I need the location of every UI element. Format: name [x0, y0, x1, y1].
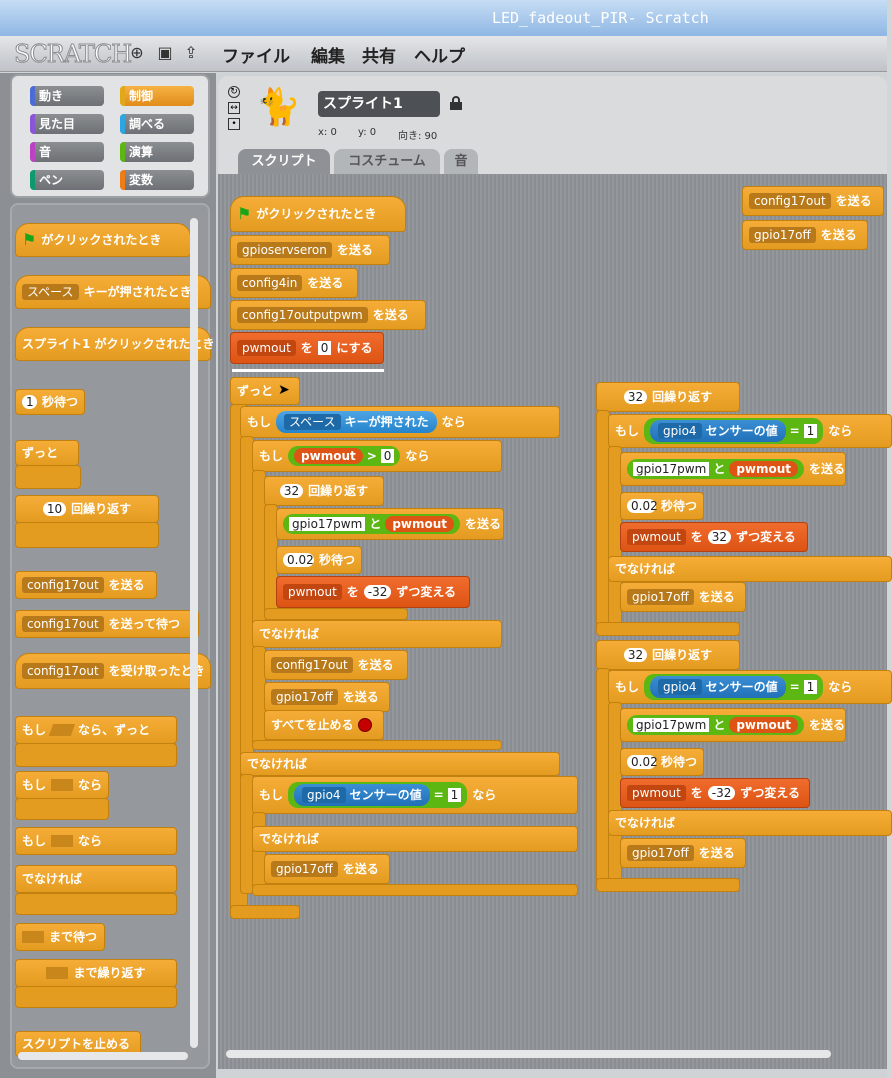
green-flag-icon: ⚑: [22, 230, 37, 249]
else-label: でなければ: [15, 865, 177, 893]
mouse-cursor-icon: ➤: [278, 382, 290, 398]
sprite-name-field[interactable]: スプライト1: [318, 91, 440, 117]
flip-icon[interactable]: ↔: [228, 102, 240, 114]
tab-costumes[interactable]: コスチューム: [334, 149, 440, 174]
lock-icon[interactable]: [450, 96, 462, 110]
drop-indicator: [232, 369, 384, 372]
script-horizontal-scrollbar[interactable]: [226, 1050, 831, 1058]
stop-sign-icon: [358, 718, 373, 732]
forever-block[interactable]: ずっと: [15, 440, 79, 466]
repeat-until-block[interactable]: まで繰り返す: [15, 959, 177, 987]
title-bar: LED_fadeout_PIR- Scratch: [0, 0, 887, 36]
when-flag-hat[interactable]: ⚑がクリックされたとき: [230, 196, 406, 232]
palette-horizontal-scrollbar[interactable]: [18, 1052, 188, 1060]
when-sprite-clicked-block[interactable]: スプライト1 がクリックされたとき: [15, 327, 215, 361]
category-operators[interactable]: 演算: [120, 142, 194, 162]
scratch-logo: SCRATCH: [13, 40, 132, 69]
when-flag-block[interactable]: ⚑がクリックされたとき: [15, 223, 191, 257]
save-icon[interactable]: ▣: [157, 43, 173, 62]
menu-edit[interactable]: 編集: [311, 47, 345, 67]
category-sound[interactable]: 音: [30, 142, 104, 162]
menu-bar: SCRATCH ⊕ ▣ ⇪ ファイル 編集 共有 ヘルプ: [0, 36, 887, 72]
else-label-outer: でなければ: [240, 752, 560, 776]
else-label-right1: でなければ: [608, 556, 892, 582]
if-else-block[interactable]: もしなら: [15, 827, 177, 855]
forever-block[interactable]: ずっと: [230, 377, 300, 405]
menu-file[interactable]: ファイル: [222, 47, 290, 67]
category-panel: 動き 制御 見た目 調べる 音 演算 ペン 変数: [10, 74, 210, 198]
if-key-pressed-block[interactable]: もしスペースキーが押されたなら: [240, 406, 560, 438]
category-pen[interactable]: ペン: [30, 170, 104, 190]
else-label-inner: でなければ: [252, 826, 578, 852]
category-control[interactable]: 制御: [120, 86, 194, 106]
wait-until-block[interactable]: まで待つ: [15, 923, 105, 951]
share-icon[interactable]: ⇪: [184, 43, 198, 62]
when-key-block[interactable]: スペースキーが押されたとき: [15, 275, 211, 309]
category-variables[interactable]: 変数: [120, 170, 194, 190]
menu-share[interactable]: 共有: [362, 47, 396, 67]
green-flag-icon: ⚑: [237, 204, 252, 223]
menu-help[interactable]: ヘルプ: [414, 47, 465, 67]
x-readout: x: 0: [318, 127, 337, 138]
category-motion[interactable]: 動き: [30, 86, 104, 106]
tab-scripts[interactable]: スクリプト: [238, 149, 330, 174]
category-looks[interactable]: 見た目: [30, 114, 104, 134]
forever-if-block[interactable]: もしなら、ずっと: [15, 716, 177, 744]
tab-sounds[interactable]: 音: [444, 149, 478, 174]
block-palette: ⚑がクリックされたとき スペースキーが押されたとき スプライト1 がクリックされ…: [10, 203, 215, 1069]
palette-vertical-scrollbar[interactable]: [190, 218, 198, 1048]
window-title: LED_fadeout_PIR- Scratch: [492, 9, 709, 27]
globe-icon[interactable]: ⊕: [130, 43, 144, 62]
no-rotate-icon[interactable]: •: [228, 118, 240, 130]
if-block[interactable]: もしなら: [15, 771, 109, 799]
direction-readout: 向き: 90: [398, 131, 438, 142]
sprite-cat-thumbnail: 🐈: [256, 87, 301, 128]
stop-all-block[interactable]: すべてを止める: [264, 710, 384, 740]
else-label: でなければ: [252, 620, 502, 648]
category-sensing[interactable]: 調べる: [120, 114, 194, 134]
y-readout: y: 0: [358, 127, 377, 138]
rotate-icon[interactable]: ↻: [228, 86, 240, 98]
else-label-right2: でなければ: [608, 810, 892, 836]
